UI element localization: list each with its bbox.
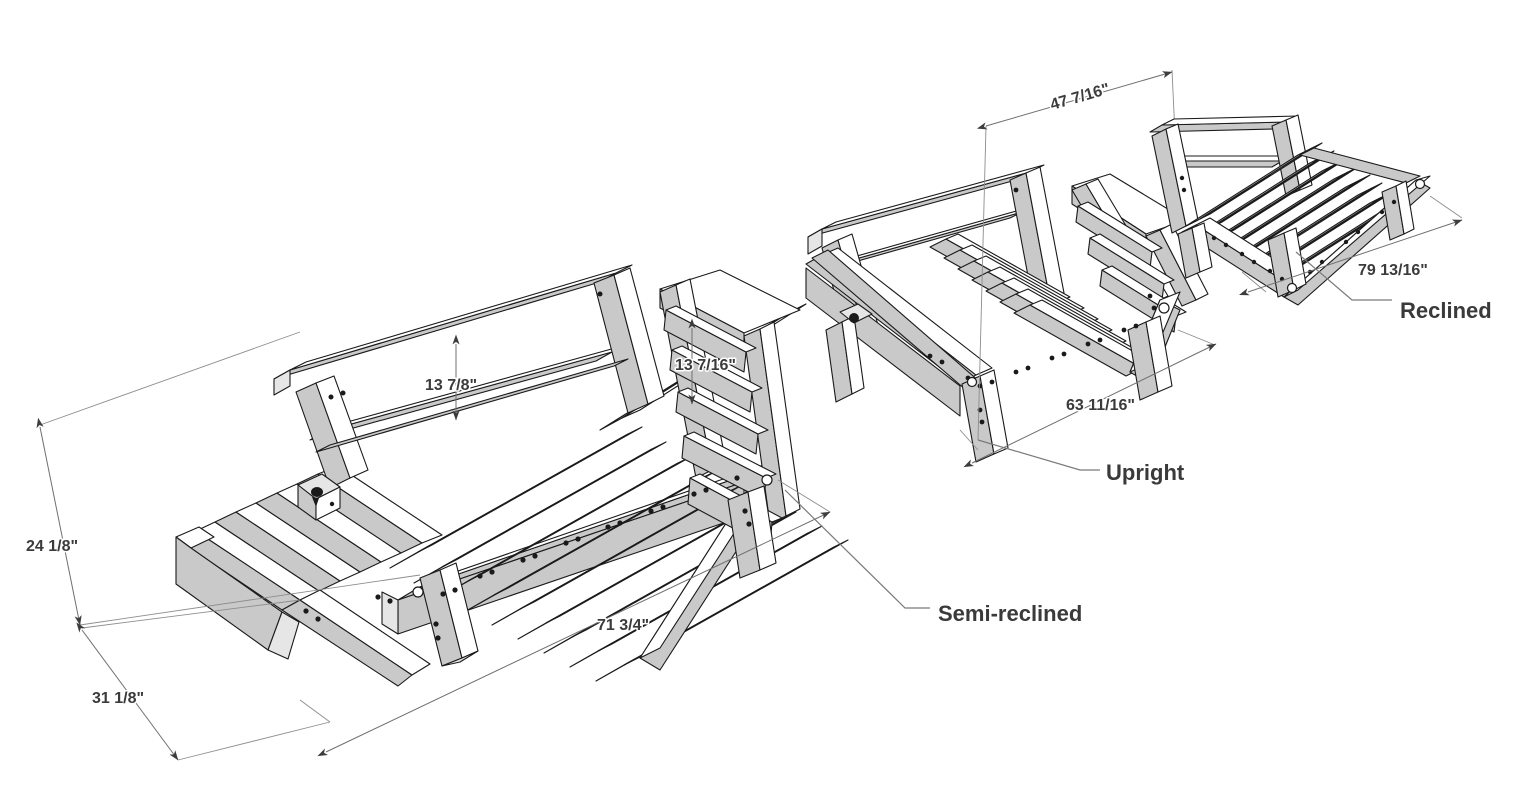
label-upright: Upright <box>977 439 1185 485</box>
dim-upright-length: 63 11/16" <box>959 329 1217 468</box>
backrest-assembly <box>273 264 665 489</box>
dim-backrest-height-right: 13 7/16" <box>674 318 737 405</box>
label-reclined: Reclined <box>1295 251 1492 323</box>
dim-value: 31 1/8" <box>92 690 144 707</box>
futon-reclined: 79 13/16" Reclined <box>1149 114 1492 323</box>
dim-reclined-length: 79 13/16" <box>1238 195 1463 296</box>
dim-value: 71 3/4" <box>597 617 649 634</box>
position-label: Upright <box>1106 460 1185 485</box>
dim-value: 63 11/16" <box>1066 397 1135 414</box>
dim-value: 79 13/16" <box>1358 262 1428 279</box>
dim-depth-extended: 31 1/8" <box>76 599 331 761</box>
dim-backrest-height-left: 13 7/8" <box>424 334 479 421</box>
dim-value: 24 1/8" <box>26 538 78 555</box>
dim-value: 13 7/16" <box>675 357 736 374</box>
dim-value: 13 7/8" <box>425 377 477 394</box>
futon-semi-reclined: 13 7/8" 13 7/16" 24 1/8" 31 1/8" 71 3/4" <box>25 264 1082 761</box>
dim-overall-height: 24 1/8" <box>25 331 421 626</box>
dim-overall-length: 71 3/4" <box>299 479 831 757</box>
position-label: Reclined <box>1400 298 1492 323</box>
dim-value: 47 7/16" <box>1048 81 1111 114</box>
position-label: Semi-reclined <box>938 601 1082 626</box>
futon-upright: 47 7/16" 63 11/16" Upright <box>805 69 1217 485</box>
label-semi-reclined: Semi-reclined <box>784 489 1082 626</box>
